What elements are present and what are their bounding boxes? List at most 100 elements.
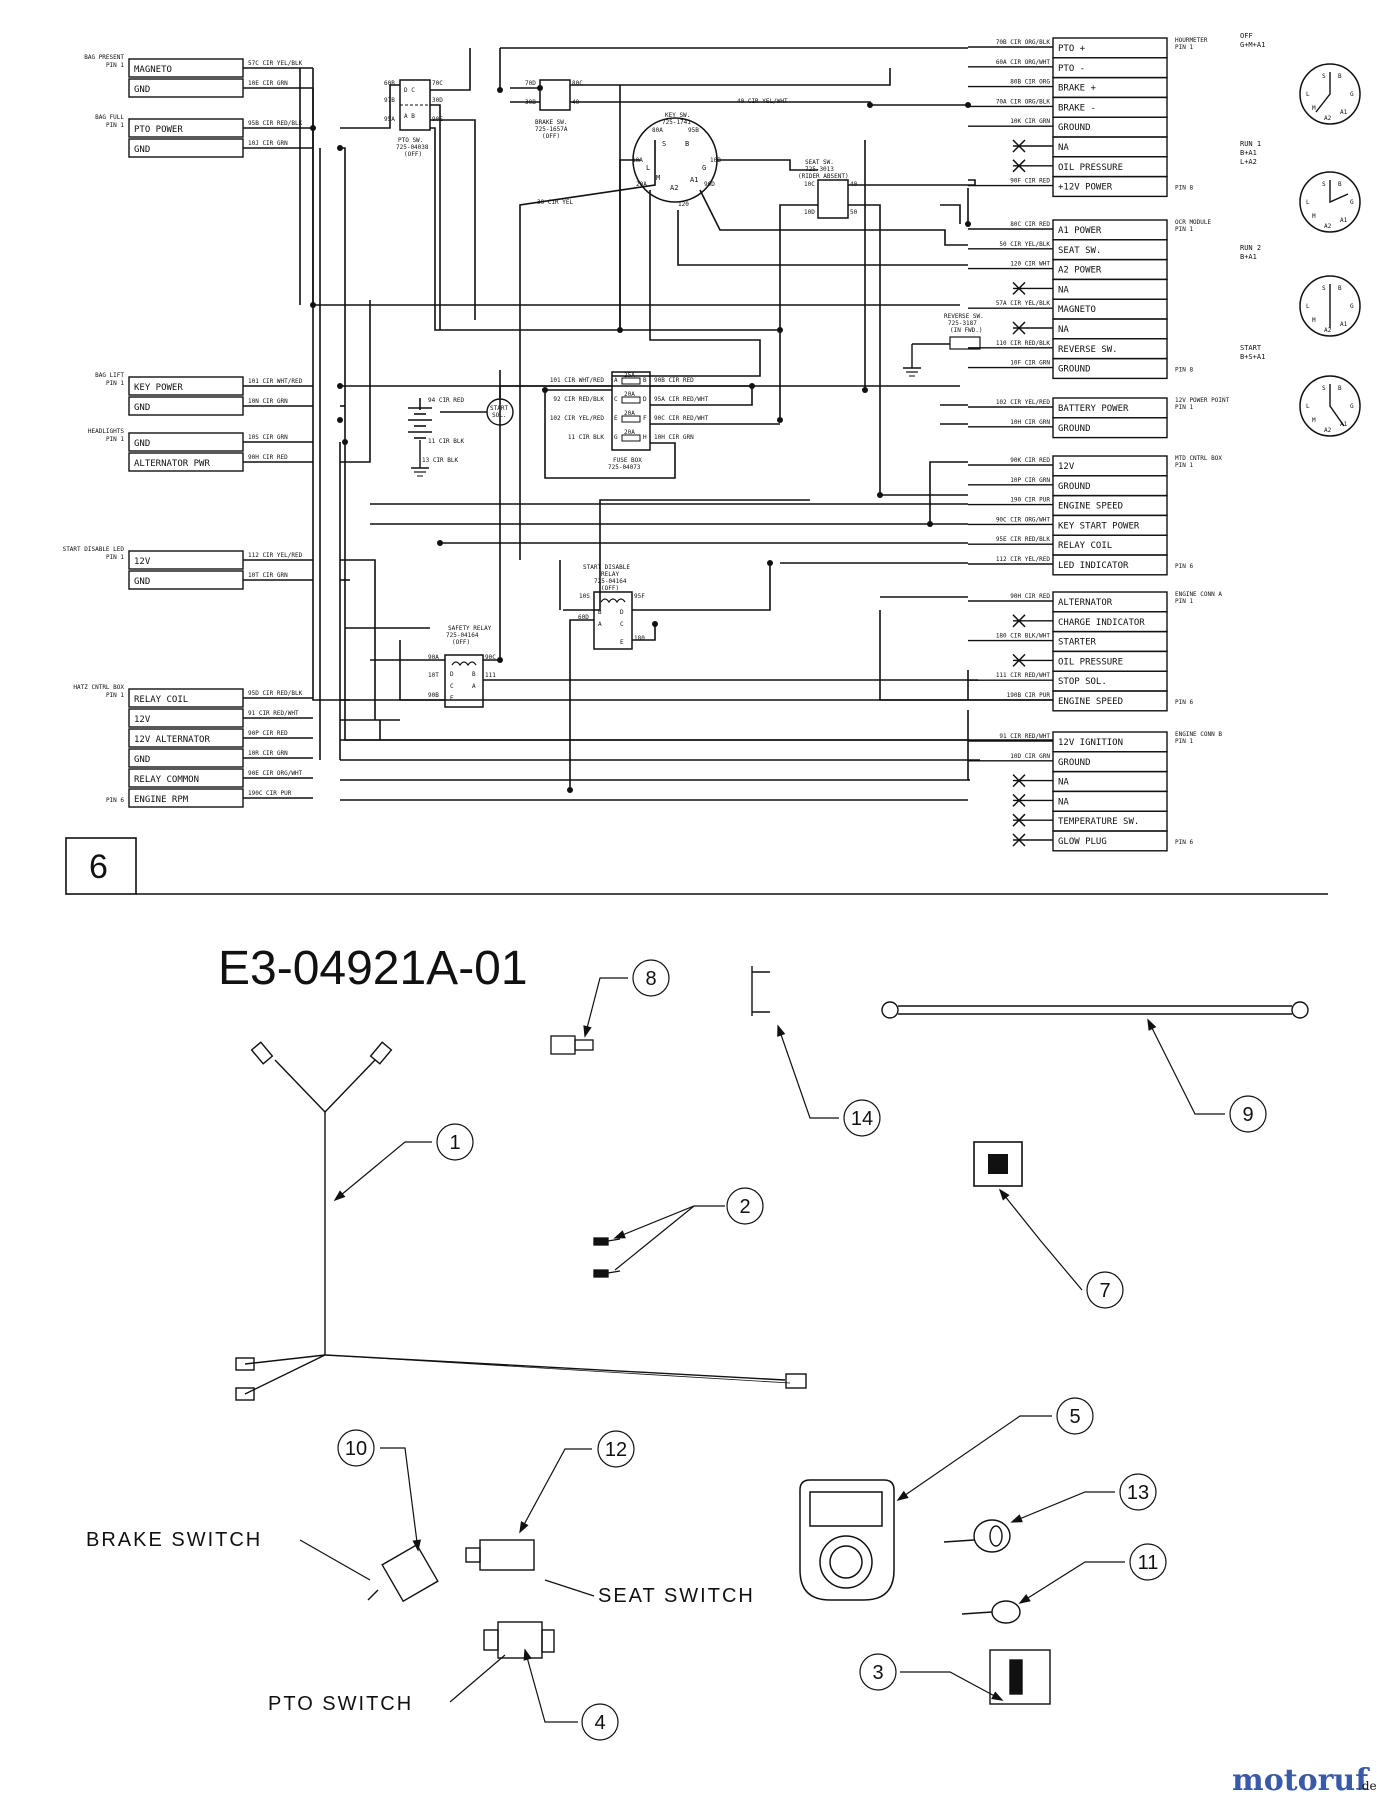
callout-number: 8 bbox=[645, 968, 656, 990]
right-connector-wire-label: 70A CIR ORG/BLK bbox=[996, 98, 1051, 105]
callout-circle bbox=[1056, 1397, 1094, 1435]
svg-text:10T: 10T bbox=[428, 672, 439, 679]
svg-text:C: C bbox=[620, 621, 624, 628]
solenoid-gnd-wire: 13 CIR BLK bbox=[422, 457, 459, 464]
svg-text:M: M bbox=[656, 174, 660, 182]
svg-text:E: E bbox=[620, 639, 624, 646]
screws-drawing bbox=[593, 1237, 621, 1278]
right-connector-wire-label: 10D CIR GRN bbox=[1010, 753, 1050, 760]
right-connector-row-label: A2 POWER bbox=[1058, 266, 1102, 276]
left-connector-wire-label: 10E CIR GRN bbox=[248, 80, 288, 87]
key-switch-title: KEY SW. bbox=[665, 112, 690, 119]
wire-58 bbox=[632, 563, 771, 611]
junction-dot bbox=[777, 417, 783, 423]
left-connector-row-label: GND bbox=[134, 577, 150, 587]
wire-57 bbox=[563, 499, 810, 611]
right-connector-row-label: GROUND bbox=[1058, 123, 1091, 133]
right-connector-wire-label: 10H CIR GRN bbox=[1010, 419, 1050, 426]
clip-drawing bbox=[751, 966, 770, 1016]
callout-circle bbox=[337, 1429, 375, 1467]
callout-leader bbox=[380, 1447, 419, 1551]
right-connector-cell bbox=[1052, 830, 1168, 852]
right-connector-wire-label: 190B CIR PUR bbox=[1007, 692, 1051, 699]
reverse-switch-title: REVERSE SW. bbox=[944, 313, 984, 320]
right-connector-wire-label: 10P CIR GRN bbox=[1010, 477, 1050, 484]
svg-text:111: 111 bbox=[485, 672, 496, 679]
right-connector-wire-label: 95E CIR RED/BLK bbox=[996, 536, 1051, 543]
callout-leader bbox=[614, 1205, 725, 1239]
left-connector-row-label: GND bbox=[134, 439, 150, 449]
key-state-terminal: A2 bbox=[1324, 115, 1332, 122]
right-connector-cell bbox=[1052, 417, 1168, 439]
start-disable-part: 725-04164 bbox=[594, 578, 627, 585]
callout-number: 7 bbox=[1099, 1280, 1110, 1302]
right-connector-row-label: OIL PRESSURE bbox=[1058, 163, 1123, 173]
fuse-in-wire-label: 101 CIR WHT/RED bbox=[550, 377, 605, 384]
svg-text:10S: 10S bbox=[579, 593, 590, 600]
svg-text:B: B bbox=[472, 671, 476, 678]
callout-number: 13 bbox=[1127, 1482, 1149, 1504]
left-connector-title: BAG FULL bbox=[95, 114, 124, 121]
right-connector-row-label: NA bbox=[1058, 325, 1069, 335]
no-connect-mark bbox=[1012, 321, 1026, 335]
key-state-terminal: B bbox=[1338, 385, 1342, 392]
fuse-terminal-b: H bbox=[643, 434, 647, 441]
pto-switch-title: PTO SW. bbox=[398, 137, 423, 144]
right-connector-pin: PIN 1 bbox=[1175, 738, 1193, 745]
right-connector-row-label: GLOW PLUG bbox=[1058, 837, 1107, 847]
left-connector-row-label: 12V bbox=[134, 557, 151, 567]
wire-68 bbox=[879, 610, 968, 701]
right-connector-pin: PIN 1 bbox=[1175, 598, 1193, 605]
key-state-dial bbox=[1299, 171, 1361, 233]
right-connector-wire-label: 70B CIR ORG/BLK bbox=[996, 39, 1051, 46]
pto-switch-part: 725-04038 bbox=[396, 144, 429, 151]
battery-cable-drawing bbox=[881, 1001, 1309, 1019]
callout-arrow bbox=[519, 1521, 529, 1534]
fuse-out-wire-label: 90B CIR RED bbox=[654, 377, 694, 384]
left-connector-pin: PIN 1 bbox=[106, 380, 124, 387]
callout-number: 12 bbox=[605, 1439, 627, 1461]
wire-60 bbox=[632, 624, 656, 641]
right-connector-pin-end: PIN 6 bbox=[1175, 699, 1193, 706]
svg-text:B: B bbox=[685, 140, 689, 148]
control-module-drawing bbox=[799, 1479, 895, 1601]
key-state-terminal: B bbox=[1338, 73, 1342, 80]
callout-circle bbox=[726, 1187, 764, 1225]
safety-relay-state: (OFF) bbox=[452, 639, 470, 646]
key-state-terminal: S bbox=[1322, 181, 1326, 188]
right-connector-wire-label: 50 CIR YEL/BLK bbox=[999, 241, 1050, 248]
junction-dot bbox=[652, 621, 658, 627]
key-state-terminal: M bbox=[1312, 417, 1316, 424]
brake-switch-drawing bbox=[367, 1543, 439, 1603]
watermark-tld: .de bbox=[1358, 1779, 1377, 1793]
wire-28 bbox=[519, 140, 656, 560]
seat-switch-part: 725-3013 bbox=[805, 166, 834, 173]
wire-30 bbox=[717, 159, 818, 171]
right-connector-row-label: BRAKE - bbox=[1058, 103, 1096, 113]
right-connector-row-label: 12V bbox=[1058, 462, 1075, 472]
callout-arrow bbox=[333, 1190, 346, 1202]
left-connector-row-label: ALTERNATOR PWR bbox=[134, 459, 210, 469]
left-connector-wire-label: 57C CIR YEL/BLK bbox=[248, 60, 303, 67]
pto-switch-symbol: D C A B 60B 70C 97B 30D 95A 90E PTO SW. … bbox=[384, 79, 443, 158]
junction-dot bbox=[767, 560, 773, 566]
callout-number: 9 bbox=[1242, 1104, 1253, 1126]
reverse-switch-part: 725-3187 bbox=[948, 320, 977, 327]
svg-text:RELAY: RELAY bbox=[601, 571, 619, 578]
svg-text:D C: D C bbox=[404, 87, 415, 94]
left-connector-row-label: GND bbox=[134, 145, 150, 155]
svg-text:50: 50 bbox=[850, 209, 858, 216]
left-connector-wire-label: 90H CIR RED bbox=[248, 454, 288, 461]
svg-text:40: 40 bbox=[850, 181, 858, 188]
left-connector-row-label: GND bbox=[134, 755, 150, 765]
junction-dot bbox=[342, 439, 348, 445]
junction-dot bbox=[965, 221, 971, 227]
callout-circle bbox=[1119, 1473, 1157, 1511]
